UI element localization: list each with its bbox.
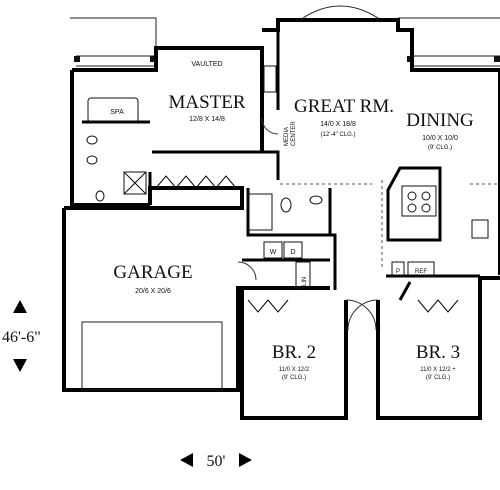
exterior-walls bbox=[62, 18, 500, 420]
ceiling-lines bbox=[280, 180, 500, 270]
master-title: MASTER bbox=[168, 92, 245, 113]
toilet bbox=[280, 197, 292, 213]
kitchen-sink bbox=[471, 219, 489, 239]
garage-door bbox=[81, 321, 223, 391]
spa-label: SPA bbox=[110, 109, 124, 116]
bath-sink bbox=[309, 195, 323, 205]
shower bbox=[123, 171, 147, 195]
dimension-markers: 46'-6" 50' bbox=[2, 300, 252, 470]
dining-title: DINING bbox=[406, 110, 474, 131]
great-room-ceiling: (12'-4" CLG.) bbox=[321, 132, 356, 138]
great-room-title: GREAT RM. bbox=[294, 96, 394, 117]
dining-ceiling: (9' CLG.) bbox=[428, 145, 452, 151]
media-center-line1: MEDIA bbox=[284, 127, 290, 146]
ref-box bbox=[407, 261, 435, 277]
closet-doors bbox=[155, 175, 459, 313]
washer-label: W bbox=[270, 249, 277, 256]
master-sink-1 bbox=[86, 135, 98, 145]
br2-ceiling: (9' CLG.) bbox=[282, 375, 306, 381]
master-note: VAULTED bbox=[191, 61, 222, 68]
linen-label: LIN bbox=[302, 277, 308, 286]
dryer-label: D bbox=[290, 249, 295, 256]
br3-size: 11/0 X 12/2 + bbox=[420, 367, 456, 373]
washer-box bbox=[263, 241, 283, 259]
master-size: 12/8 X 14/8 bbox=[189, 116, 225, 123]
width-arrow-right-icon bbox=[239, 453, 252, 467]
cooktop bbox=[401, 185, 437, 217]
ref-label: REF bbox=[415, 269, 427, 275]
linen-closet bbox=[295, 261, 311, 289]
door-swings bbox=[237, 117, 379, 331]
width-dimension: 50' bbox=[207, 453, 226, 470]
master-patio-outline bbox=[70, 17, 157, 48]
pantry-box bbox=[391, 261, 405, 277]
master-sink-2 bbox=[86, 155, 98, 165]
depth-arrow-up-icon bbox=[13, 300, 27, 313]
br3-title: BR. 3 bbox=[416, 342, 460, 363]
dining-size: 10/0 X 10/0 bbox=[422, 135, 458, 142]
garage-size: 20/6 X 20/6 bbox=[135, 288, 171, 295]
spa-tub bbox=[87, 97, 139, 123]
br2-title: BR. 2 bbox=[272, 342, 316, 363]
media-shelf bbox=[263, 65, 277, 93]
room-labels: VAULTED MASTER 12/8 X 14/8 SPA GREAT RM.… bbox=[110, 61, 474, 381]
garage-title: GARAGE bbox=[113, 262, 192, 283]
dryer-box bbox=[283, 241, 303, 259]
width-arrow-left-icon bbox=[180, 453, 193, 467]
patio-posts bbox=[74, 56, 500, 62]
great-room-size: 14/0 X 18/8 bbox=[320, 121, 356, 128]
pantry-label: P bbox=[396, 269, 400, 275]
patio-outlines bbox=[70, 5, 500, 67]
br3-ceiling: (9' CLG.) bbox=[426, 375, 450, 381]
great-room-bay-outline bbox=[302, 5, 379, 19]
fixtures bbox=[86, 65, 489, 289]
media-center-line2: CENTER bbox=[291, 121, 297, 146]
br2-size: 11/0 X 12/2 bbox=[279, 367, 310, 373]
master-toilet bbox=[95, 190, 105, 202]
depth-arrow-down-icon bbox=[13, 359, 27, 372]
bathtub bbox=[247, 193, 273, 231]
depth-dimension: 46'-6" bbox=[2, 329, 41, 346]
